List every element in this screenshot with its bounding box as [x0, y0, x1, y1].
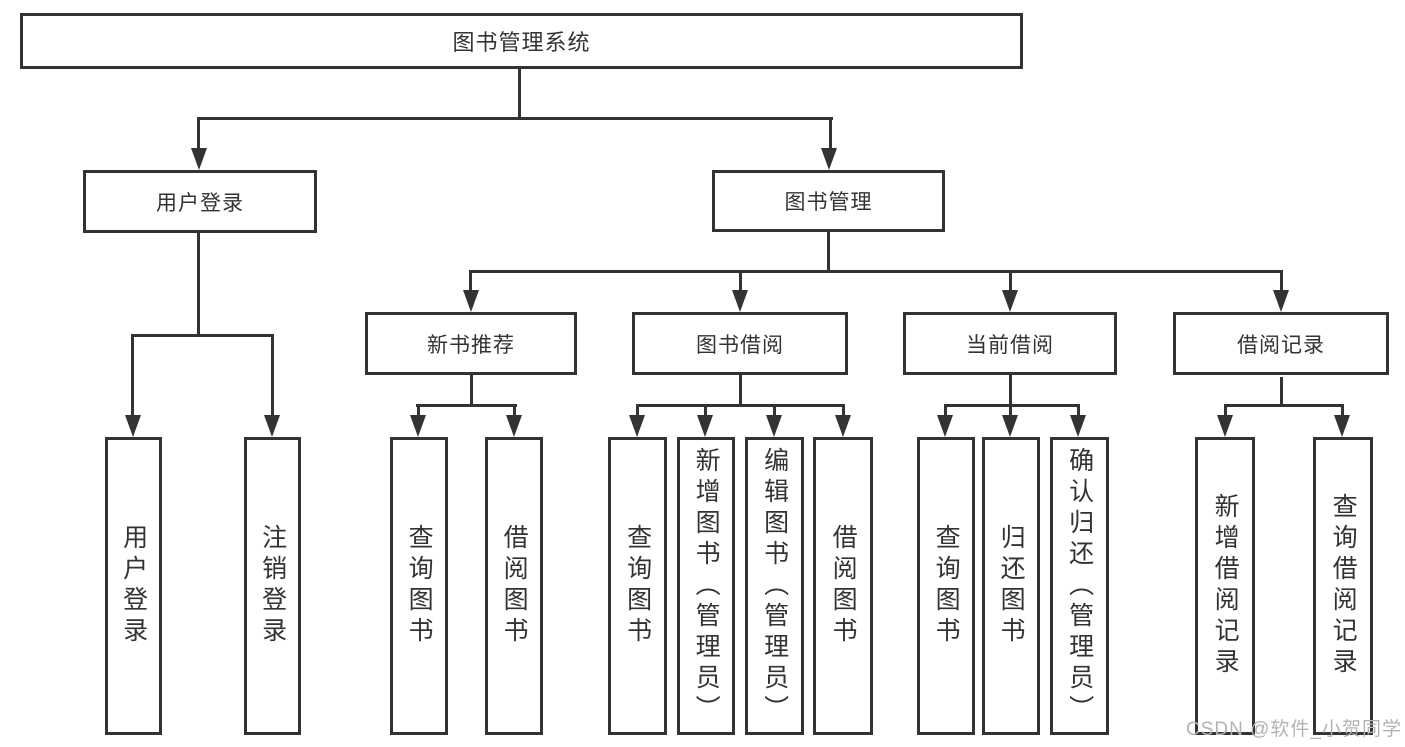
connector-line — [1280, 270, 1283, 294]
connector-line — [416, 404, 517, 407]
arrow-down-icon — [821, 148, 837, 170]
leaf-user-login: 用户登录 — [105, 437, 162, 735]
leaf-edit-books-admin: 编辑图书（管理员） — [745, 437, 804, 735]
arrow-down-icon — [1273, 290, 1289, 312]
arrow-down-icon — [463, 290, 479, 312]
arrow-down-icon — [506, 415, 522, 437]
leaf-confirm-return-admin: 确认归还（管理员） — [1050, 437, 1109, 735]
connector-line — [417, 404, 420, 417]
node-label: 新增借阅记录 — [1211, 493, 1240, 679]
node-label: 注销登录 — [258, 524, 287, 648]
arrow-down-icon — [835, 415, 851, 437]
arrow-down-icon — [1217, 415, 1233, 437]
connector-line — [470, 375, 473, 406]
connector-line — [1280, 377, 1283, 406]
leaf-borrow-books: 借阅图书 — [485, 437, 543, 735]
connector-line — [1224, 404, 1227, 417]
node-label: 当前借阅 — [966, 333, 1054, 357]
node-label: 用户登录 — [156, 191, 244, 215]
connector-line — [827, 232, 830, 273]
leaf-add-borrow-record: 新增借阅记录 — [1195, 437, 1255, 735]
connector-line — [1009, 375, 1012, 406]
node-label: 借阅记录 — [1237, 333, 1325, 357]
connector-line — [739, 270, 742, 294]
connector-line — [1224, 404, 1344, 407]
node-library-management-system: 图书管理系统 — [20, 13, 1023, 69]
leaf-return-books: 归还图书 — [982, 437, 1040, 735]
leaf-logout: 注销登录 — [244, 437, 301, 735]
node-current-borrow: 当前借阅 — [903, 312, 1117, 375]
connector-line — [704, 404, 707, 417]
arrow-down-icon — [697, 415, 713, 437]
connector-line — [518, 68, 521, 120]
leaf-query-books: 查询图书 — [608, 437, 667, 735]
node-label: 借阅图书 — [500, 524, 529, 648]
arrow-down-icon — [410, 415, 426, 437]
node-label: 图书借阅 — [696, 333, 784, 357]
node-label: 用户登录 — [119, 524, 148, 648]
arrow-down-icon — [264, 415, 280, 437]
connector-line — [271, 334, 274, 418]
connector-line — [469, 270, 472, 294]
node-book-management: 图书管理 — [712, 170, 945, 232]
connector-line — [636, 404, 845, 407]
node-label: 新增图书（管理员） — [692, 446, 721, 726]
arrow-down-icon — [1002, 290, 1018, 312]
connector-line — [131, 334, 134, 418]
connector-line — [739, 375, 742, 406]
arrow-down-icon — [1334, 415, 1350, 437]
arrow-down-icon — [1070, 415, 1086, 437]
arrow-down-icon — [732, 290, 748, 312]
node-user-login: 用户登录 — [83, 170, 317, 233]
node-label: 查询图书 — [623, 524, 652, 648]
connector-line — [513, 404, 516, 417]
node-label: 新书推荐 — [427, 333, 515, 357]
csdn-watermark: CSDN @软件_小贺同学 — [1186, 719, 1402, 740]
leaf-borrow-books: 借阅图书 — [813, 437, 873, 735]
arrow-down-icon — [629, 415, 645, 437]
connector-line — [197, 117, 833, 120]
leaf-query-books: 查询图书 — [917, 437, 975, 735]
node-label: 查询图书 — [405, 524, 434, 648]
connector-line — [1341, 404, 1344, 417]
leaf-query-books: 查询图书 — [390, 437, 448, 735]
node-label: 编辑图书（管理员） — [760, 446, 789, 726]
leaf-query-borrow-record: 查询借阅记录 — [1313, 437, 1373, 735]
arrow-down-icon — [766, 415, 782, 437]
node-borrow-records: 借阅记录 — [1173, 312, 1389, 375]
leaf-add-books-admin: 新增图书（管理员） — [677, 437, 735, 735]
node-label: 查询图书 — [932, 524, 961, 648]
node-label: 查询借阅记录 — [1329, 493, 1358, 679]
connector-line — [944, 404, 1080, 407]
connector-line — [1009, 404, 1012, 417]
arrow-down-icon — [191, 148, 207, 170]
connector-line — [1077, 404, 1080, 417]
connector-line — [197, 117, 200, 151]
connector-line — [197, 233, 200, 337]
connector-line — [944, 404, 947, 417]
node-label: 图书管理 — [784, 191, 873, 214]
arrow-down-icon — [125, 415, 141, 437]
node-label: 归还图书 — [997, 524, 1026, 648]
connector-line — [469, 270, 1283, 273]
connector-line — [773, 404, 776, 417]
node-label: 借阅图书 — [829, 524, 858, 648]
node-book-borrow: 图书借阅 — [632, 312, 848, 375]
node-label: 确认归还（管理员） — [1065, 446, 1094, 726]
connector-line — [636, 404, 639, 417]
arrow-down-icon — [937, 415, 953, 437]
connector-line — [131, 334, 274, 337]
connector-line — [1009, 270, 1012, 294]
node-new-book-recommend: 新书推荐 — [365, 312, 577, 375]
arrow-down-icon — [1002, 415, 1018, 437]
node-label: 图书管理系统 — [452, 30, 591, 55]
connector-line — [842, 404, 845, 417]
connector-line — [829, 117, 832, 151]
